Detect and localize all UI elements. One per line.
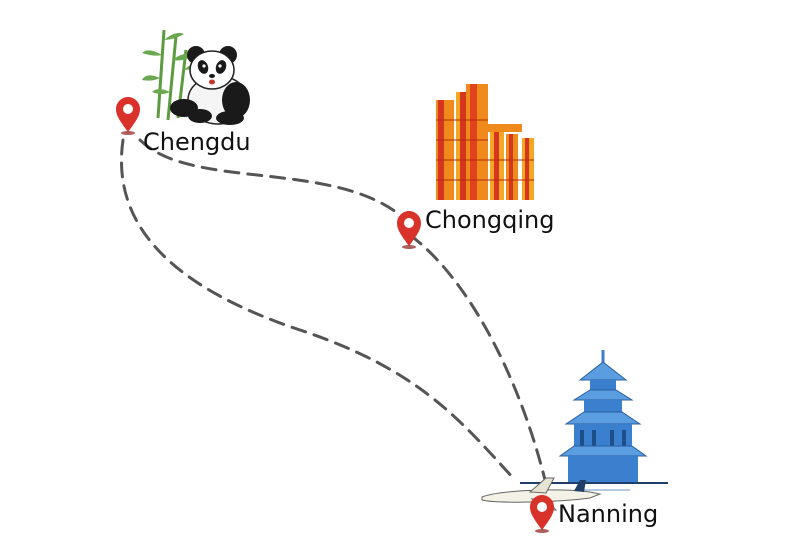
pagoda-tower-icon: [520, 350, 668, 491]
city-label-chengdu: Chengdu: [143, 128, 251, 156]
city-label-nanning: Nanning: [558, 500, 658, 528]
city-label-chongqing: Chongqing: [425, 206, 554, 234]
route-chongqing-nanning: [408, 233, 547, 482]
panda-with-bamboo-icon: [142, 29, 250, 125]
map-pin-icon: [397, 211, 421, 249]
routes: [120, 138, 547, 482]
airplane-icon: [481, 477, 602, 511]
map-pin-icon: [530, 495, 554, 533]
skyscraper-buildings-icon: [436, 84, 534, 200]
route-chengdu-nanning: [120, 138, 517, 482]
map-pin-icon: [116, 97, 140, 135]
route-chengdu-chongqing: [138, 138, 402, 217]
